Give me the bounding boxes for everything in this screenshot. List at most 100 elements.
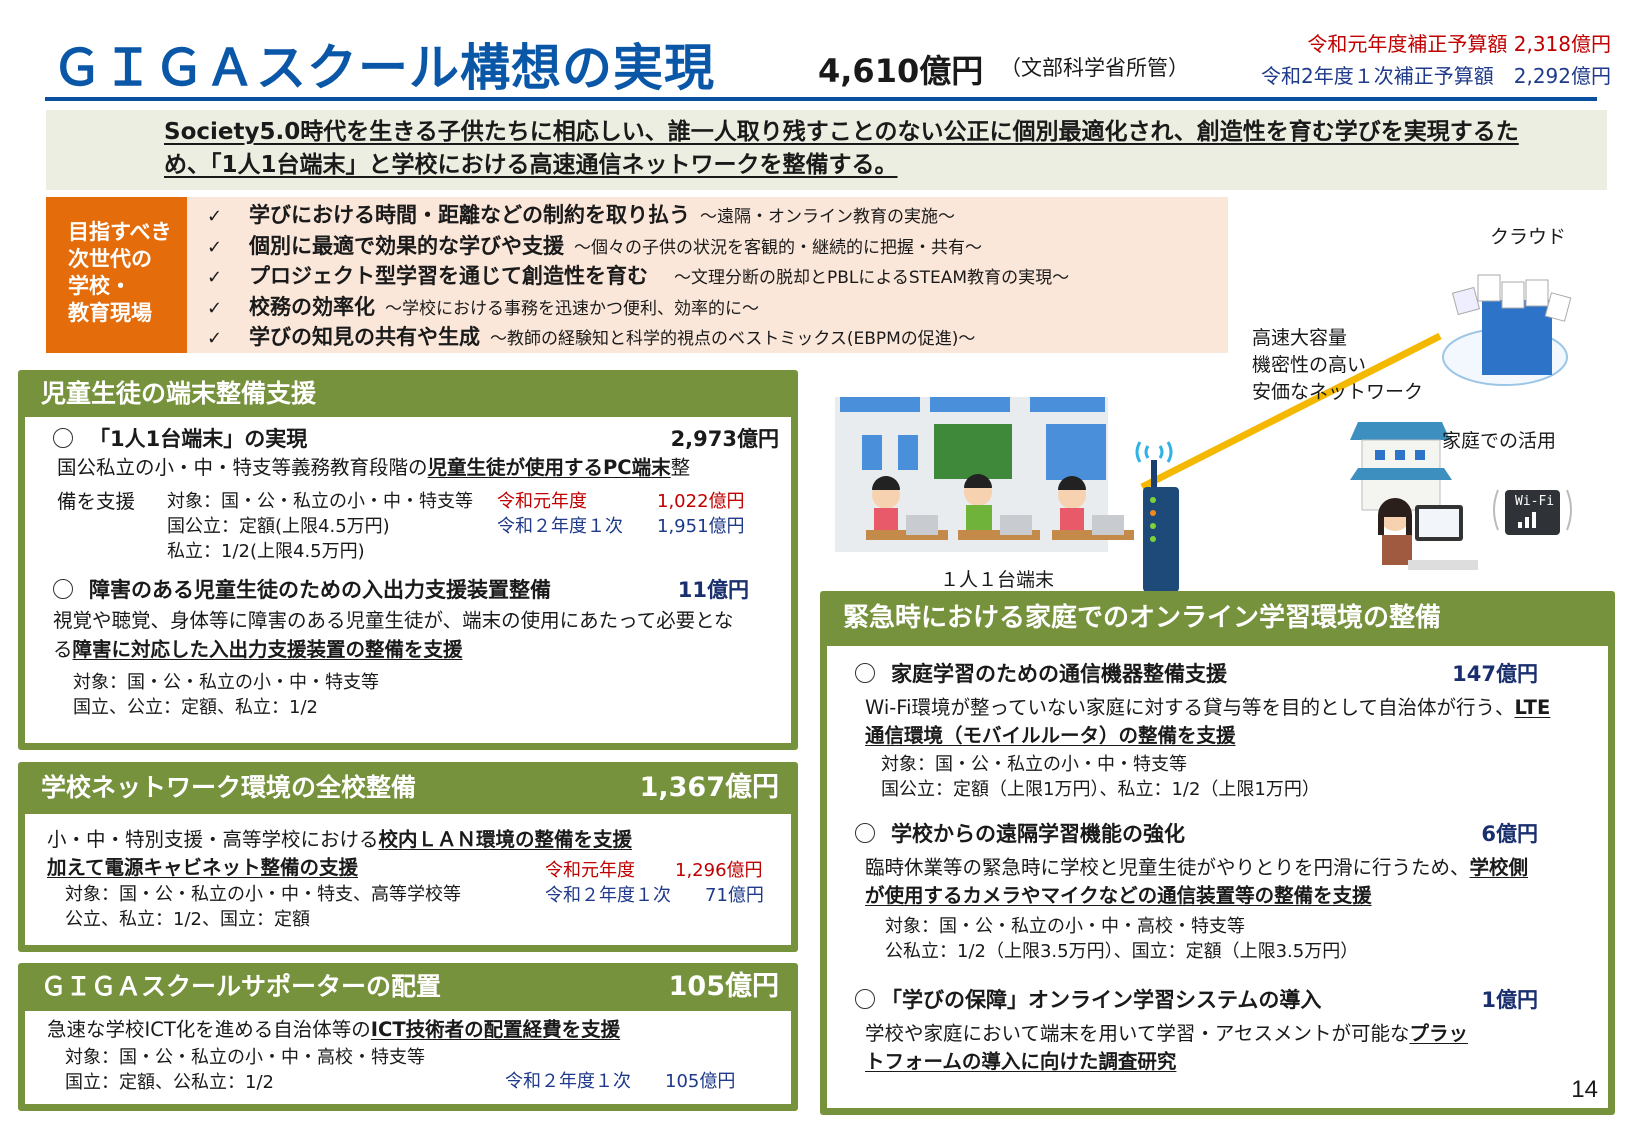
desc-emphasis: 校内ＬＡＮ環境の整備を支援: [378, 828, 633, 851]
section-title: ＧＩＧＡスクールサポーターの配置: [41, 972, 442, 1001]
device-support-section: 児童生徒の端末整備支援 「1人1台端末」の実現 2,973億円 国公私立の小・中…: [18, 370, 798, 750]
desc-emphasis: トフォームの導入に向けた調査研究: [865, 1050, 1177, 1073]
section-title: 児童生徒の端末整備支援: [41, 379, 317, 408]
target-text: 対象：国・公・私立の小・中・特支、高等学校等: [65, 884, 461, 905]
item-title: 「学びの保障」オンライン学習システムの導入 1億円: [855, 984, 1608, 1014]
desc-emphasis: 児童生徒が使用するPC端末: [427, 456, 671, 479]
network-section: 学校ネットワーク環境の全校整備 1,367億円 小・中・特別支援・高等学校におけ…: [18, 762, 798, 952]
goal-label-line: 学校・: [68, 274, 131, 298]
item-title: 障害のある児童生徒のための入出力支援装置整備 11億円: [53, 574, 791, 604]
section-heading: ＧＩＧＡスクールサポーターの配置 105億円: [25, 963, 791, 1011]
section-heading: 学校ネットワーク環境の全校整備 1,367億円: [25, 762, 791, 814]
supporter-section: ＧＩＧＡスクールサポーターの配置 105億円 急速な学校ICT化を進める自治体等…: [18, 963, 798, 1111]
network-label: 高速大容量 機密性の高い 安価なネットワーク: [1252, 325, 1423, 406]
desc-emphasis: 加えて電源キャビネット整備の支援: [47, 856, 359, 879]
goal-item: ✓ 個別に最適で効果的な学びや支援 ～個々の子供の状況を客観的・継続的に把握・共…: [207, 230, 1228, 261]
rate-text: 国公立：定額（上限1万円）、私立：1/2（上限1万円）: [881, 779, 1320, 800]
item-desc: 視覚や聴覚、身体等に障害のある児童生徒が、端末の使用にあたって必要とな: [53, 609, 734, 632]
goal-label-line: 教育現場: [68, 301, 152, 325]
check-icon: ✓: [207, 267, 223, 288]
item-desc: る障害に対応した入出力支援装置の整備を支援: [53, 638, 463, 661]
target-text: 対象：国・公・私立の小・中・高校・特支等: [885, 916, 1245, 937]
goal-sub: ～個々の子供の状況を客観的・継続的に把握・共有～: [574, 237, 982, 258]
check-icon: ✓: [207, 206, 223, 227]
target-text: 対象：国・公・私立の小・中・特支等: [167, 491, 473, 512]
section-title: 緊急時における家庭でのオンライン学習環境の整備: [843, 603, 1442, 633]
circle-bullet-icon: [855, 663, 875, 683]
item-title: 「1人1台端末」の実現 2,973億円: [53, 423, 791, 453]
desc-emphasis: 障害に対応した入出力支援装置の整備を支援: [72, 638, 463, 661]
desc-emphasis: が使用するカメラやマイクなどの通信装置等の整備を支援: [865, 884, 1372, 907]
goal-item: ✓ 学びにおける時間・距離などの制約を取り払う ～遠隔・オンライン教育の実施～: [207, 199, 1228, 230]
item-amount: 6億円: [1481, 822, 1538, 846]
item-title: 学校からの遠隔学習機能の強化 6億円: [855, 818, 1608, 848]
budget-r2: 令和2年度１次補正予算額 2,292億円: [1261, 64, 1611, 88]
goal-label-line: 目指すべき: [68, 220, 172, 244]
network-label-line: 機密性の高い: [1252, 354, 1367, 376]
rate-text: 国公立：定額(上限4.5万円): [167, 516, 390, 537]
item-desc: Wi-Fi環境が整っていない家庭に対する貸与等を目的として自治体が行う、LTE: [865, 696, 1551, 719]
network-label-line: 高速大容量: [1252, 327, 1348, 349]
goal-item: ✓ 校務の効率化 ～学校における事務を迅速かつ便利、効率的に～: [207, 291, 1228, 322]
target-text: 対象：国・公・私立の小・中・特支等: [73, 672, 379, 693]
desc-text: 整: [670, 456, 691, 479]
target-text: 対象：国・公・私立の小・中・高校・特支等: [65, 1047, 425, 1068]
desc-emphasis: 通信環境（モバイルルータ）の整備を支援: [865, 724, 1236, 747]
rate-text: 国立：定額、公私立：1/2: [65, 1072, 274, 1093]
goal-main: 学びの知見の共有や生成: [249, 325, 480, 349]
goal-sub: ～文理分断の脱却とPBLによるSTEAM教育の実現～: [674, 268, 1070, 288]
section-heading: 児童生徒の端末整備支援: [25, 370, 791, 417]
check-icon: ✓: [207, 236, 223, 258]
goal-sub: ～遠隔・オンライン教育の実施～: [700, 207, 955, 227]
item-title-text: 「1人1台端末」の実現: [89, 427, 308, 451]
page-title: ＧＩＧＡスクール構想の実現: [52, 39, 715, 97]
total-budget: 4,610億円: [818, 52, 984, 90]
desc-emphasis: LTE: [1514, 696, 1551, 719]
page-number: 14: [1571, 1076, 1598, 1103]
section-amount: 1,367億円: [639, 772, 779, 803]
goal-label: 目指すべき 次世代の 学校・ 教育現場: [46, 197, 187, 353]
ministry-label: （文部科学省所管）: [1000, 56, 1189, 80]
item-amount: 2,973億円: [670, 427, 779, 451]
item-desc: 急速な学校ICT化を進める自治体等のICT技術者の配置経費を支援: [47, 1018, 621, 1041]
section-title: 学校ネットワーク環境の全校整備: [41, 773, 417, 802]
goal-sub: ～学校における事務を迅速かつ便利、効率的に～: [385, 298, 759, 319]
budget-r1: 令和元年度補正予算額 2,318億円: [1307, 32, 1611, 56]
item-desc: 学校や家庭において端末を用いて学習・アセスメントが可能なプラッ: [865, 1022, 1468, 1045]
cloud-label: クラウド: [1490, 226, 1567, 248]
desc-emphasis: ICT技術者の配置経費を支援: [370, 1018, 621, 1041]
goal-main: 個別に最適で効果的な学びや支援: [249, 233, 564, 258]
desc-emphasis: 学校側: [1469, 856, 1529, 879]
item-amount: 11億円: [677, 578, 749, 602]
desc-text: 国公私立の小・中・特支等義務教育段階の: [57, 456, 428, 479]
item-amount: 1億円: [1481, 988, 1538, 1012]
goal-main: プロジェクト型学習を通じて創造性を育む: [249, 264, 648, 288]
rate-text: 国立、公立：定額、私立：1/2: [73, 697, 318, 718]
goal-item: ✓ プロジェクト型学習を通じて創造性を育む ～文理分断の脱却とPBLによるSTE…: [207, 260, 1228, 291]
item-title-text: 学校からの遠隔学習機能の強化: [891, 822, 1185, 846]
desc-emphasis: プラッ: [1409, 1022, 1468, 1045]
home-use-label: 家庭での活用: [1442, 430, 1557, 452]
mission-banner: Society5.0時代を生きる子供たちに相応しい、誰一人取り残すことのない公正…: [46, 110, 1607, 190]
rate-text: 公立、私立：1/2、国立：定額: [65, 909, 310, 930]
goal-list: ✓ 学びにおける時間・距離などの制約を取り払う ～遠隔・オンライン教育の実施～ …: [187, 197, 1228, 353]
section-heading: 緊急時における家庭でのオンライン学習環境の整備: [827, 591, 1608, 646]
mission-text: Society5.0時代を生きる子供たちに相応しい、誰一人取り残すことのない公正…: [164, 119, 1519, 178]
wifi-label: Wi-Fi: [1515, 494, 1555, 509]
item-title: 家庭学習のための通信機器整備支援 147億円: [855, 658, 1608, 688]
item-title-text: 家庭学習のための通信機器整備支援: [891, 662, 1227, 686]
target-text: 対象：国・公・私立の小・中・特支等: [881, 754, 1187, 775]
circle-bullet-icon: [855, 989, 875, 1009]
device-label: １人１台端末: [940, 569, 1055, 591]
check-icon: ✓: [207, 297, 223, 319]
item-desc: 小・中・特別支援・高等学校における校内ＬＡＮ環境の整備を支援: [47, 828, 633, 851]
goal-label-line: 次世代の: [68, 247, 152, 271]
rate-text: 私立：1/2(上限4.5万円): [167, 541, 365, 562]
item-desc: 臨時休業等の緊急時に学校と児童生徒がやりとりを円滑に行うため、学校側: [865, 856, 1529, 879]
title-divider: [45, 97, 1597, 101]
